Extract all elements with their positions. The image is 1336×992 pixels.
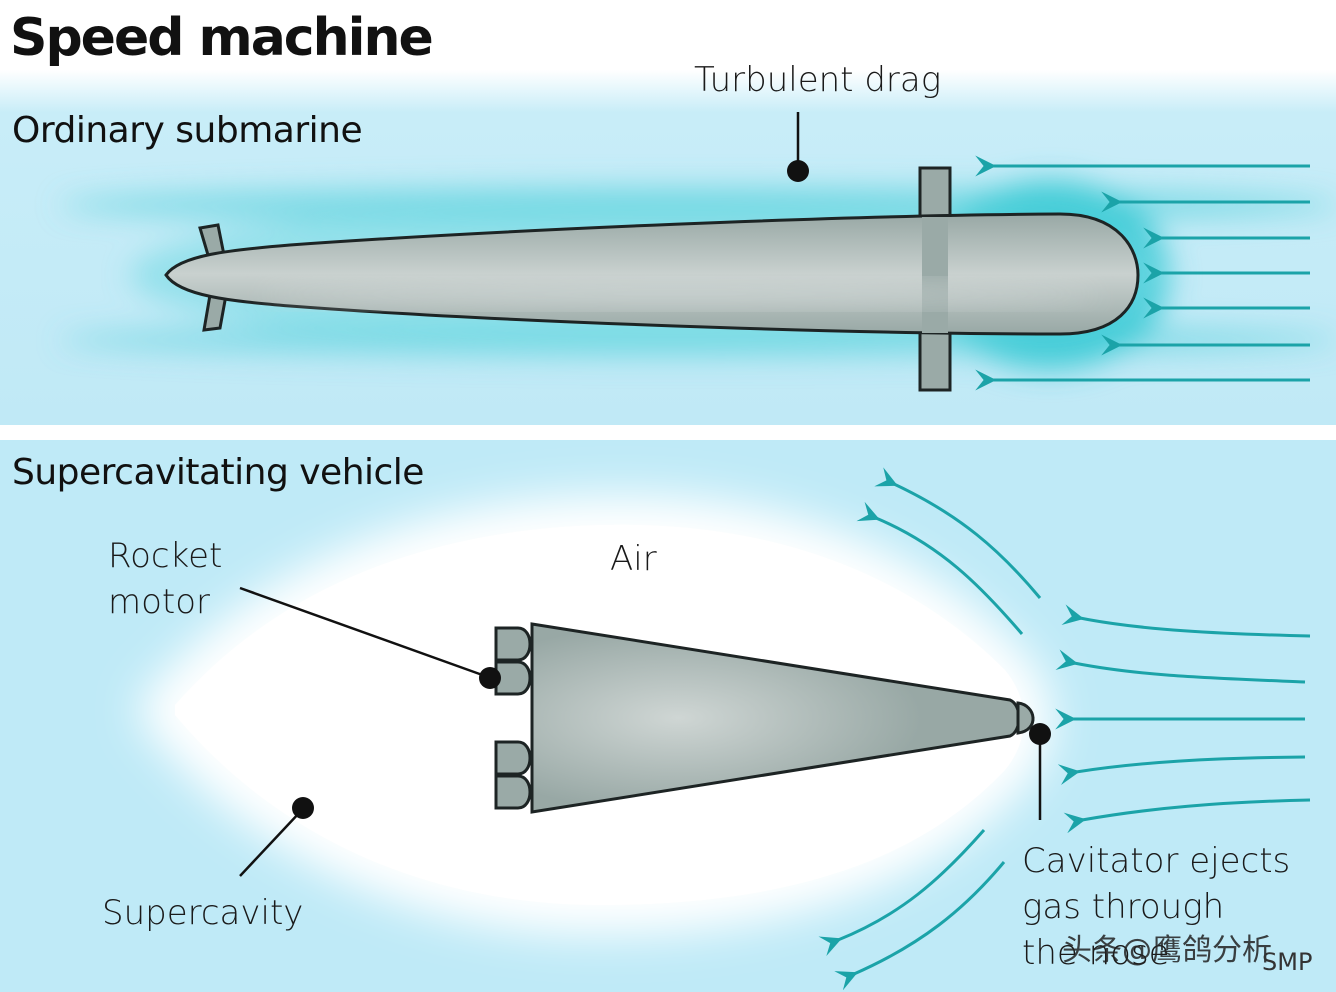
bottom-flow-arrows: [818, 467, 1311, 991]
cavitator-label-line: the nose: [1022, 933, 1170, 973]
supercavity-label: Supercavity: [102, 893, 304, 933]
air-label: Air: [610, 539, 657, 579]
watermark-text: 头条@鹰鸽分析: [1062, 933, 1272, 968]
cavitator-nose: [1016, 701, 1035, 735]
rocket-motor-label-line: Rocket: [108, 536, 223, 576]
turbulent-drag-dot: [787, 160, 809, 182]
submarine-hull: [164, 212, 1140, 336]
cavitator-dot: [1029, 723, 1051, 745]
rocket-motor-dot: [479, 667, 501, 689]
cavitator-label-line: Cavitator ejects: [1022, 841, 1291, 881]
cavitator-label: Cavitator ejects gas through the nose: [1022, 838, 1290, 976]
credit-text: SMP: [1262, 948, 1313, 976]
ordinary-submarine-title: Ordinary submarine: [12, 110, 363, 151]
flow-arrow: [1063, 798, 1311, 834]
flow-arrow: [856, 501, 1024, 635]
flow-arrow: [1055, 649, 1306, 684]
rocket-motor-leader: [239, 586, 489, 679]
cavitator-label-line: gas through: [1022, 887, 1225, 927]
flow-arrow: [874, 467, 1042, 599]
flow-arrow: [818, 829, 986, 957]
supercavitating-vehicle-title: Supercavitating vehicle: [12, 452, 424, 493]
flow-arrow: [834, 861, 1006, 991]
supercavity-leader: [239, 811, 301, 877]
submarine-sail-cover: [922, 217, 948, 333]
flow-arrow: [1061, 604, 1311, 638]
top-flow-arrows: [975, 155, 1310, 391]
flow-arrow: [1057, 755, 1306, 785]
turbulent-drag-label: Turbulent drag: [694, 60, 942, 100]
rocket-motor-label-line: motor: [108, 582, 211, 622]
rocket-motor-nozzles: [494, 626, 532, 810]
page-title: Speed machine: [10, 8, 434, 68]
supercavity-dot: [292, 797, 314, 819]
rocket-motor-label: Rocket motor: [108, 533, 222, 625]
